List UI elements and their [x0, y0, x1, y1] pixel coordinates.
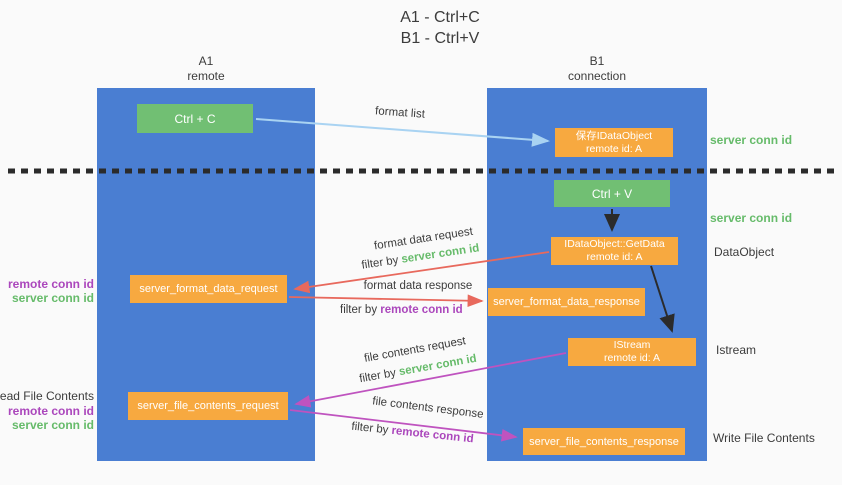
save-idataobject-line2: remote id: A — [585, 142, 643, 155]
server-format-data-request-label: server_format_data_request — [139, 283, 278, 295]
server-file-contents-request-node: server_file_contents_request — [128, 392, 288, 420]
diagram-title: A1 - Ctrl+C B1 - Ctrl+V — [320, 7, 560, 49]
server-conn-id-label-top-right: server conn id — [710, 133, 793, 147]
server-file-contents-request-label: server_file_contents_request — [137, 400, 279, 412]
server-file-contents-response-label: server_file_contents_response — [529, 435, 679, 448]
save-idataobject-line1: 保存IDataObject — [575, 129, 653, 142]
lifeline-a1-role: remote — [187, 69, 225, 83]
ctrl-c-node: Ctrl + C — [137, 104, 253, 133]
conn-id-group-2: remote conn id server conn id — [8, 404, 94, 432]
lifeline-header-a1: A1 remote — [97, 54, 315, 84]
ctrl-v-node: Ctrl + V — [554, 180, 670, 207]
getdata-to-istream-arrow — [650, 265, 675, 333]
conn-id-group-1: remote conn id server conn id — [8, 277, 94, 305]
server-conn-id-label-1: server conn id — [11, 291, 94, 305]
server-format-data-request-node: server_format_data_request — [130, 275, 287, 303]
server-format-data-response-node: server_format_data_response — [488, 288, 645, 316]
file-contents-response-arrow — [289, 409, 518, 442]
dataobject-label: DataObject — [714, 245, 775, 259]
remote-conn-id-label-2: remote conn id — [7, 404, 94, 418]
format-data-response-arrow — [288, 294, 484, 308]
remote-conn-id-label-1: remote conn id — [7, 277, 94, 291]
file-contents-request-arrow — [294, 352, 567, 408]
title-line-1: A1 - Ctrl+C — [400, 9, 480, 26]
getdata-line1: IDataObject::GetData — [564, 238, 665, 250]
server-file-contents-response-node: server_file_contents_response — [523, 428, 685, 455]
server-conn-id-label-2: server conn id — [11, 418, 94, 432]
format-data-response-filter-key: remote conn id — [380, 304, 463, 316]
getdata-node: IDataObject::GetData remote id: A — [551, 237, 678, 265]
getdata-line2: remote id: A — [586, 251, 643, 263]
ctrl-v-label: Ctrl + V — [591, 186, 633, 201]
lifeline-header-b1: B1 connection — [487, 54, 707, 84]
istream-line1: IStream — [613, 339, 651, 351]
format-data-response-filter-prefix: filter by — [340, 304, 381, 316]
write-file-contents-label: Write File Contents — [713, 431, 815, 445]
read-file-contents-label: Read File Contents — [0, 389, 94, 403]
save-idataobject-node: 保存IDataObject remote id: A — [555, 128, 673, 157]
format-list-arrow — [255, 118, 550, 147]
format-data-response-arrow-label: format data response — [363, 280, 473, 292]
istream-line2: remote id: A — [603, 352, 661, 364]
server-conn-id-label-mid-right: server conn id — [710, 211, 793, 225]
format-data-request-arrow — [293, 251, 550, 294]
title-line-2: B1 - Ctrl+V — [400, 30, 480, 47]
server-format-data-response-label: server_format_data_response — [493, 296, 640, 308]
format-data-response-filter-label: filter by remote conn id — [340, 304, 463, 316]
lifeline-b1-role: connection — [567, 69, 627, 83]
istream-node: IStream remote id: A — [568, 338, 696, 366]
ctrl-c-label: Ctrl + C — [174, 111, 216, 126]
lifeline-a1-name: A1 — [198, 54, 214, 68]
lifeline-b1-name: B1 — [589, 54, 605, 68]
istream-side-label: Istream — [716, 343, 757, 357]
